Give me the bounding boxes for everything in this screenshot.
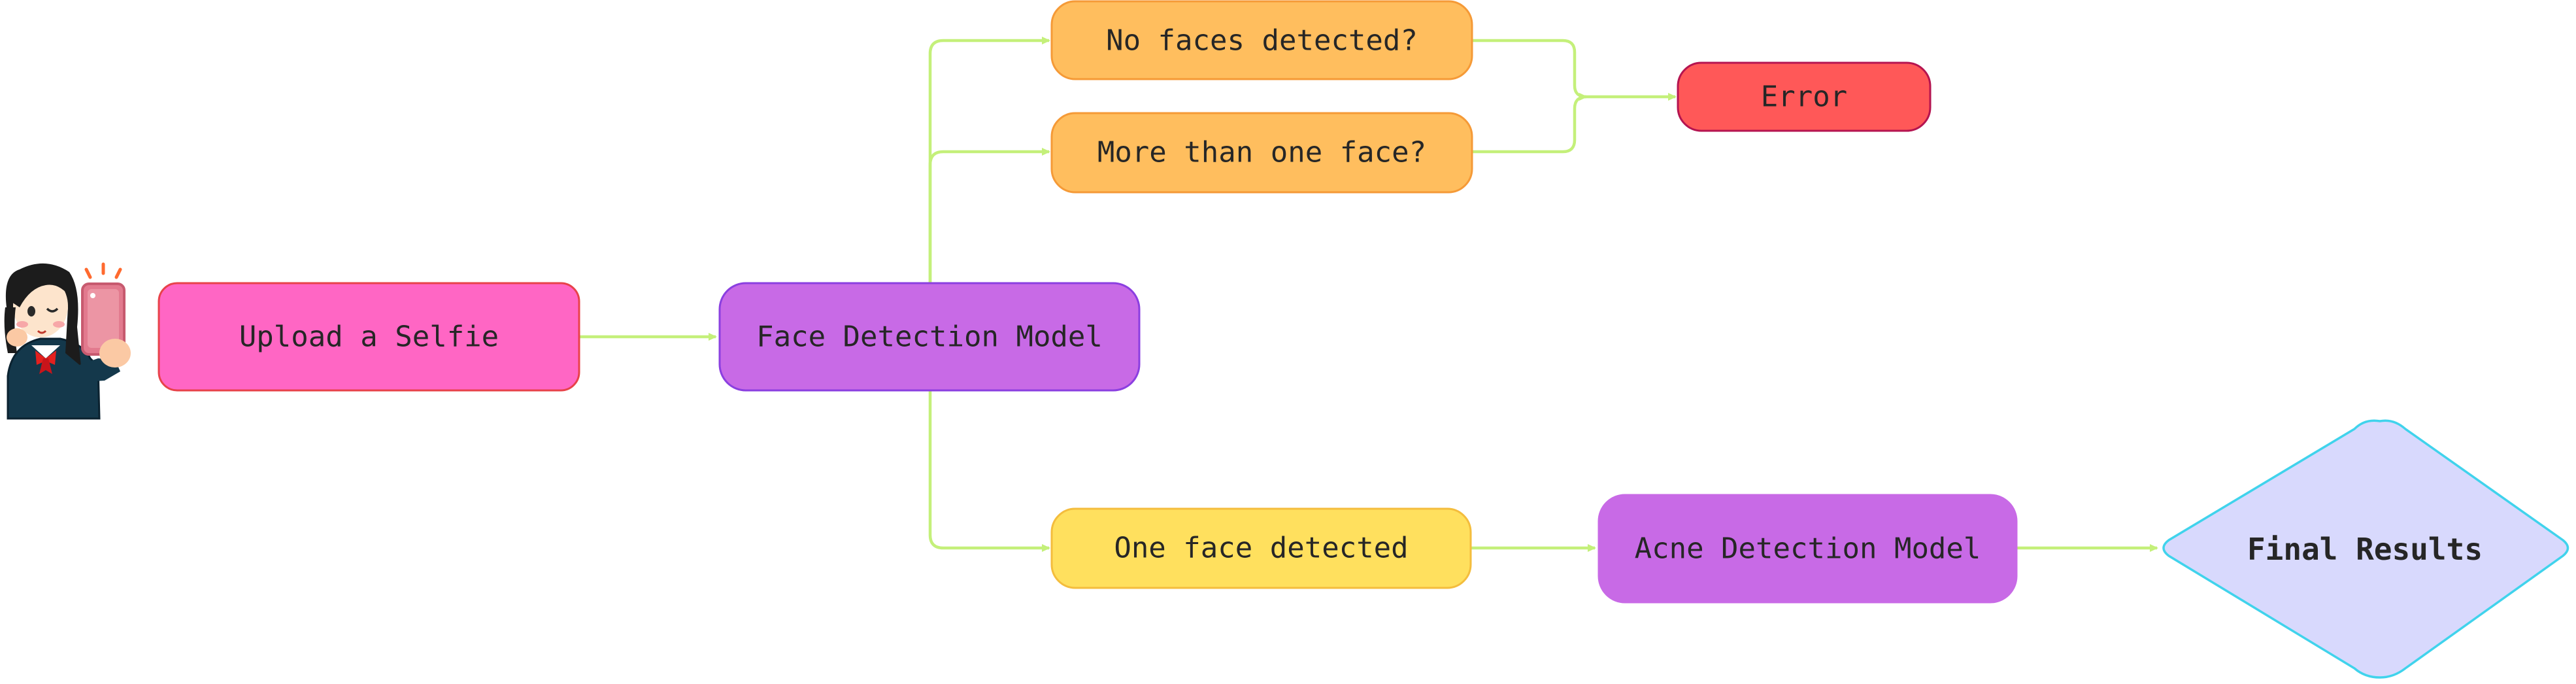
- node-no-faces-detected-label: No faces detected?: [1106, 24, 1418, 58]
- edge-no-faces-to-error: [1472, 39, 1677, 101]
- node-acne-detection-model-label: Acne Detection Model: [1635, 532, 1981, 566]
- node-upload-selfie-label: Upload a Selfie: [239, 320, 499, 354]
- node-face-detection-model-label: Face Detection Model: [756, 320, 1103, 354]
- node-one-face-detected: One face detected: [1050, 507, 1472, 589]
- node-error: Error: [1677, 61, 1932, 132]
- edges: [579, 37, 2158, 552]
- node-error-label: Error: [1761, 80, 1847, 114]
- node-face-detection-model: Face Detection Model: [718, 282, 1141, 392]
- node-no-faces-detected: No faces detected?: [1050, 0, 1473, 80]
- node-acne-detection-model: Acne Detection Model: [1597, 494, 2018, 604]
- edge-more-faces-to-error: [1472, 93, 1588, 154]
- edge-face-model-to-no-faces: [928, 37, 1050, 283]
- selfie-person-icon: [4, 262, 131, 420]
- node-more-than-one-face: More than one face?: [1050, 112, 1473, 194]
- node-upload-selfie: Upload a Selfie: [158, 282, 580, 392]
- node-final-results-label: Final Results: [2247, 532, 2483, 567]
- edge-face-model-to-one-face: [928, 390, 1050, 552]
- node-final-results: Final Results: [2162, 419, 2569, 679]
- node-more-than-one-face-label: More than one face?: [1097, 136, 1426, 169]
- edge-face-model-to-more-faces: [928, 148, 1050, 283]
- node-one-face-detected-label: One face detected: [1114, 532, 1408, 565]
